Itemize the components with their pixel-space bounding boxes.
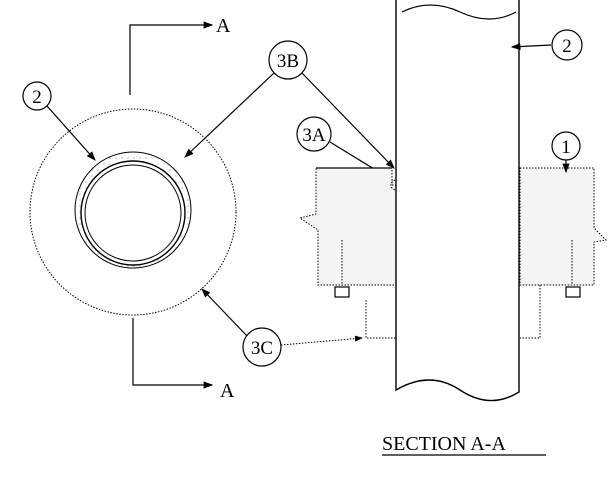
anchor-bolt-right [565, 286, 581, 298]
callout-elev-pipe: 2 [510, 29, 583, 61]
svg-text:1: 1 [561, 137, 571, 158]
svg-text:3B: 3B [277, 51, 299, 72]
section-line-top [129, 21, 214, 95]
section-marker-bottom: A [220, 380, 235, 402]
section-line-bottom [132, 318, 214, 389]
opening-outline [29, 108, 237, 316]
callout-plan-pipe: 2 [22, 81, 96, 161]
plan-view: A A [29, 15, 237, 402]
svg-text:2: 2 [32, 87, 42, 108]
pipe-elevation [395, 0, 520, 402]
pipe-inner [84, 164, 182, 262]
section-marker-top: A [216, 15, 231, 37]
floor-slab-right [519, 167, 608, 286]
floor-slab-left [298, 167, 401, 286]
svg-text:2: 2 [562, 36, 572, 57]
svg-text:3A: 3A [302, 125, 326, 146]
callout-floor: 1 [551, 131, 581, 174]
callout-fill: 3C [201, 288, 363, 367]
callout-sealant: 3B [184, 40, 395, 169]
section-title: SECTION A-A [382, 433, 506, 455]
section-view [298, 0, 608, 402]
anchor-bolt-left [334, 286, 350, 298]
svg-text:3C: 3C [251, 338, 273, 359]
